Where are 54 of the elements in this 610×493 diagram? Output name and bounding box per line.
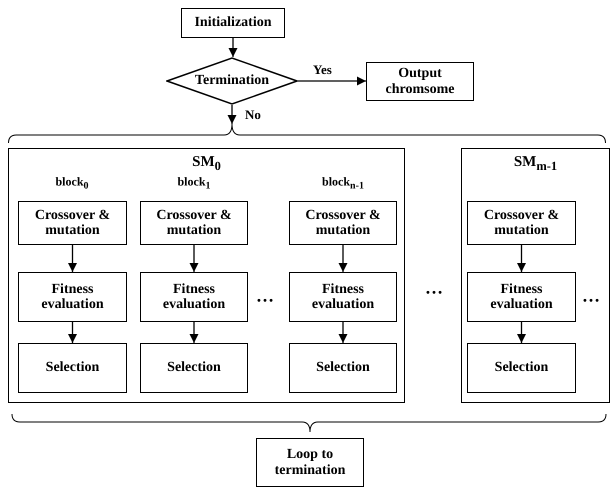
arrow — [298, 76, 366, 86]
node-label: Initialization — [193, 15, 272, 31]
process-box — [18, 343, 127, 393]
node-label: Crossover & mutation — [34, 208, 112, 238]
node-label: Output chromsome — [384, 66, 456, 97]
process-box — [140, 343, 248, 393]
block-label: block$_{n-1}$ — [322, 174, 364, 192]
node-label: Fitness evaluation — [40, 282, 105, 312]
process-box — [366, 62, 474, 101]
process-box — [140, 201, 248, 245]
arrow — [517, 245, 526, 272]
process-box — [181, 8, 285, 38]
process-box — [289, 272, 397, 322]
node-label: Fitness evaluation — [489, 282, 554, 312]
arrow — [338, 322, 348, 343]
arrow — [338, 245, 348, 272]
group-heading: SM$_{m-1}$ — [514, 154, 558, 174]
brace — [8, 124, 606, 144]
process-box — [289, 201, 397, 245]
arrow — [228, 38, 238, 57]
process-box — [467, 343, 576, 393]
node-label: Fitness evaluation — [310, 282, 376, 312]
arrow — [228, 105, 236, 124]
process-box — [467, 201, 576, 245]
process-box — [289, 343, 397, 393]
ellipsis: … — [256, 286, 274, 306]
node-label: Selection — [166, 360, 222, 376]
node-label: Crossover & mutation — [482, 208, 560, 238]
arrow — [517, 322, 526, 343]
arrow — [68, 322, 77, 343]
group-heading: SM$_{0}$ — [192, 154, 221, 174]
node-label: Crossover & mutation — [304, 208, 382, 238]
arrow — [190, 245, 198, 272]
node-label: Selection — [494, 360, 550, 376]
arrow — [190, 322, 198, 343]
group-panel — [461, 148, 610, 403]
process-box — [140, 272, 248, 322]
node-label: Termination — [194, 73, 270, 89]
block-label: block$_{0}$ — [56, 174, 88, 192]
decision-diamond — [166, 57, 298, 105]
group-panel — [8, 148, 405, 403]
ellipsis: … — [582, 286, 600, 306]
process-box — [467, 272, 576, 322]
process-box — [18, 201, 127, 245]
node-label: Selection — [315, 360, 371, 376]
arrow — [68, 245, 77, 272]
process-box — [256, 438, 364, 487]
ellipsis: … — [425, 278, 443, 298]
process-box — [18, 272, 127, 322]
node-label: Fitness evaluation — [162, 282, 226, 312]
node-label: Crossover & mutation — [155, 208, 233, 238]
node-label: Selection — [44, 360, 100, 376]
block-label: block$_{1}$ — [178, 174, 210, 192]
node-label: Loop to termination — [274, 447, 346, 478]
